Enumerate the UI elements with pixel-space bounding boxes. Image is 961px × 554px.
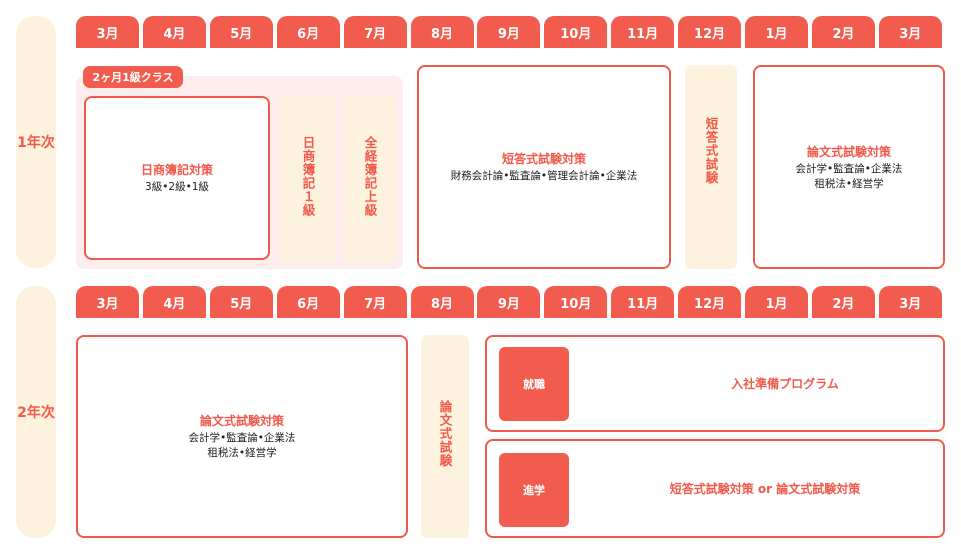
month-1: 3月 [76, 16, 139, 48]
ronbun-exam-column: 論文式試験 [421, 335, 469, 538]
month-11: 1月 [745, 286, 808, 318]
ronbun-title-year2: 論文式試験対策 [199, 414, 284, 428]
month-3: 5月 [209, 286, 273, 318]
job-title-text: 入社準備プログラム [731, 377, 839, 391]
tanto-sub: 財務会計論•監査論•管理会計論•企業法 [450, 170, 638, 182]
tanto-box: 短答式試験対策 財務会計論•監査論•管理会計論•企業法 [417, 65, 671, 269]
job-track-box: 就職 入社準備プログラム [485, 335, 945, 432]
ronbun-exam-label: 論文式試験 [437, 400, 453, 468]
month-10: 12月 [678, 286, 742, 318]
ronbun-box-year2: 論文式試験対策 会計学•監査論•企業法 租税法•経営学 [76, 335, 408, 538]
nissho-boki-box: 日商簿記対策 3級•2級•1級 [84, 96, 270, 260]
ronbun-box-year1: 論文式試験対策 会計学•監査論•企業法 租税法•経営学 [753, 65, 945, 269]
month-7: 9月 [477, 286, 541, 318]
zenkei-exam-label: 全経簿記上級 [362, 136, 378, 217]
month-5: 7月 [343, 286, 407, 318]
month-12: 2月 [811, 286, 875, 318]
year1-bar: 1年次 [16, 16, 56, 268]
year2-label: 2年次 [17, 405, 55, 421]
ronbun-title-year1: 論文式試験対策 [806, 144, 891, 159]
month-5: 7月 [343, 16, 407, 48]
tanto-exam-column: 短答式試験 [685, 65, 737, 269]
month-1: 3月 [76, 286, 139, 318]
month-4: 6月 [276, 286, 340, 318]
month-8: 10月 [544, 286, 608, 318]
tanto-exam-label: 短答式試験 [703, 117, 719, 185]
job-title: 入社準備プログラム [627, 337, 943, 430]
month-6: 8月 [410, 286, 474, 318]
nissho-exam-column: 日商簿記１級 [280, 96, 336, 262]
month-7: 9月 [477, 16, 541, 48]
job-tag-label: 就職 [523, 378, 545, 391]
year1-label: 1年次 [17, 135, 55, 151]
advance-tag: 進学 [499, 453, 569, 527]
month-4: 6月 [276, 16, 340, 48]
month-2: 4月 [142, 16, 206, 48]
tanto-title: 短答式試験対策 [501, 152, 586, 166]
month-8: 10月 [544, 16, 608, 48]
ronbun-sub1-year1: 会計学•監査論•企業法 [795, 162, 903, 175]
course-tag: 2ヶ月1級クラス [83, 66, 183, 88]
month-13: 3月 [878, 286, 942, 318]
ronbun-sub1-year2: 会計学•監査論•企業法 [188, 432, 296, 444]
month-11: 1月 [745, 16, 808, 48]
month-3: 5月 [209, 16, 273, 48]
ronbun-sub2-year1: 租税法•経営学 [814, 177, 884, 190]
zenkei-exam-column: 全経簿記上級 [344, 96, 396, 262]
nissho-boki-title: 日商簿記対策 [140, 163, 213, 177]
month-13: 3月 [878, 16, 942, 48]
advance-title: 短答式試験対策 or 論文式試験対策 [587, 441, 943, 536]
advance-track-box: 進学 短答式試験対策 or 論文式試験対策 [485, 439, 945, 538]
month-2: 4月 [142, 286, 206, 318]
advance-title-text: 短答式試験対策 or 論文式試験対策 [669, 482, 861, 496]
month-10: 12月 [678, 16, 742, 48]
nissho-boki-sub: 3級•2級•1級 [145, 181, 209, 193]
nissho-exam-label: 日商簿記１級 [300, 136, 316, 217]
course-tag-label: 2ヶ月1級クラス [92, 71, 174, 84]
month-6: 8月 [410, 16, 474, 48]
month-12: 2月 [811, 16, 875, 48]
job-tag: 就職 [499, 347, 569, 421]
month-9: 11月 [611, 16, 675, 48]
ronbun-sub2-year2: 租税法•経営学 [207, 447, 277, 459]
month-9: 11月 [611, 286, 675, 318]
advance-tag-label: 進学 [523, 484, 545, 497]
year2-bar: 2年次 [16, 286, 56, 538]
